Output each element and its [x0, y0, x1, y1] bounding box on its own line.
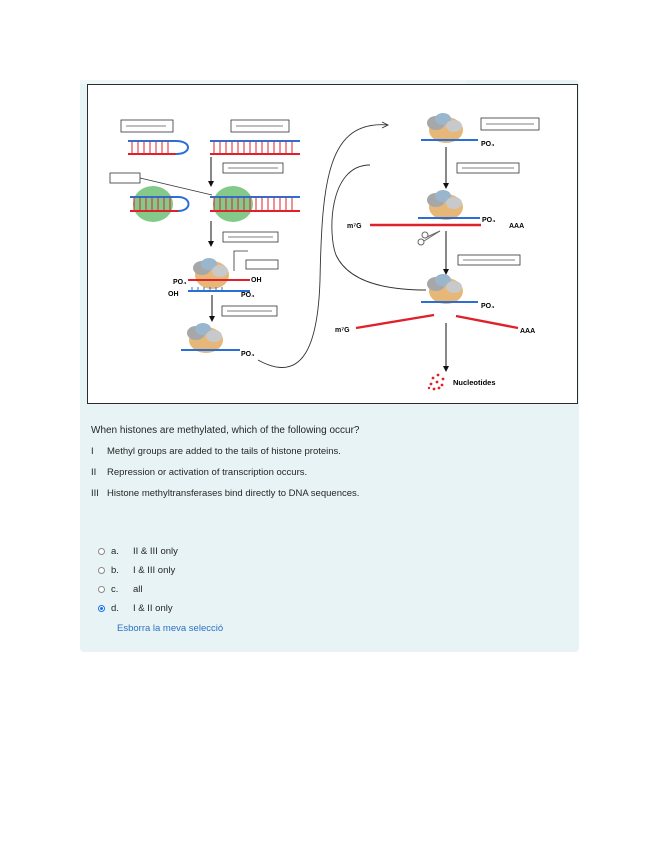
radio-button[interactable] — [98, 586, 105, 593]
oh-label: OH — [251, 277, 262, 284]
statement-text: Repression or activation of transcriptio… — [107, 467, 308, 478]
rna-degradation-diagram: PO₄ OH OH PO₄ PO₄ PO₄ — [109, 113, 540, 391]
statement-number: I — [91, 446, 94, 457]
radio-button[interactable] — [98, 548, 105, 555]
statement-2: II Repression or activation of transcript… — [91, 467, 307, 478]
statement-text: Methyl groups are added to the tails of … — [107, 446, 341, 457]
statement-number: III — [91, 488, 99, 499]
option-c[interactable]: c. all — [98, 584, 143, 595]
option-letter: b. — [111, 565, 119, 576]
question-text: When histones are methylated, which of t… — [91, 425, 360, 436]
option-text: I & III only — [133, 565, 176, 576]
option-d[interactable]: d. I & II only — [98, 603, 173, 614]
po4-label: PO₄ — [481, 141, 494, 148]
statement-text: Histone methyltransferases bind directly… — [107, 488, 360, 499]
statement-3: III Histone methyltransferases bind direc… — [91, 488, 359, 499]
aaa-label: AAA — [520, 328, 535, 335]
po4-label: PO₄ — [481, 303, 494, 310]
option-letter: c. — [111, 584, 119, 595]
po4-label: PO₄ — [173, 279, 186, 286]
double-strand-rna — [210, 140, 300, 155]
option-text: all — [133, 584, 143, 595]
option-a[interactable]: a. II & III only — [98, 546, 178, 557]
card-top-strip — [80, 80, 466, 84]
m7g-label: m⁷G — [335, 327, 350, 334]
scissors-icon — [417, 230, 441, 246]
po4-label: PO₄ — [241, 292, 254, 299]
radio-button[interactable] — [98, 567, 105, 574]
statement-1: I Methyl groups are added to the tails of… — [91, 446, 341, 457]
oh-label: OH — [168, 291, 179, 298]
aaa-label: AAA — [509, 223, 524, 230]
radio-button-selected[interactable] — [98, 605, 105, 612]
hairpin-rna — [128, 140, 189, 155]
clear-selection-link[interactable]: Esborra la meva selecció — [117, 623, 224, 634]
option-letter: d. — [111, 603, 119, 614]
nucleotides-label: Nucleotides — [453, 378, 496, 387]
option-text: II & III only — [133, 546, 178, 557]
m7g-label: m⁷G — [347, 223, 362, 230]
option-b[interactable]: b. I & III only — [98, 565, 175, 576]
exosome-complex — [193, 258, 229, 289]
po4-label: PO₄ — [241, 351, 254, 358]
po4-label: PO₄ — [482, 217, 495, 224]
option-text: I & II only — [133, 603, 173, 614]
nucleotides-dots-icon — [427, 373, 445, 391]
option-letter: a. — [111, 546, 119, 557]
statement-number: II — [91, 467, 97, 478]
question-figure: PO₄ OH OH PO₄ PO₄ PO₄ — [87, 84, 578, 404]
